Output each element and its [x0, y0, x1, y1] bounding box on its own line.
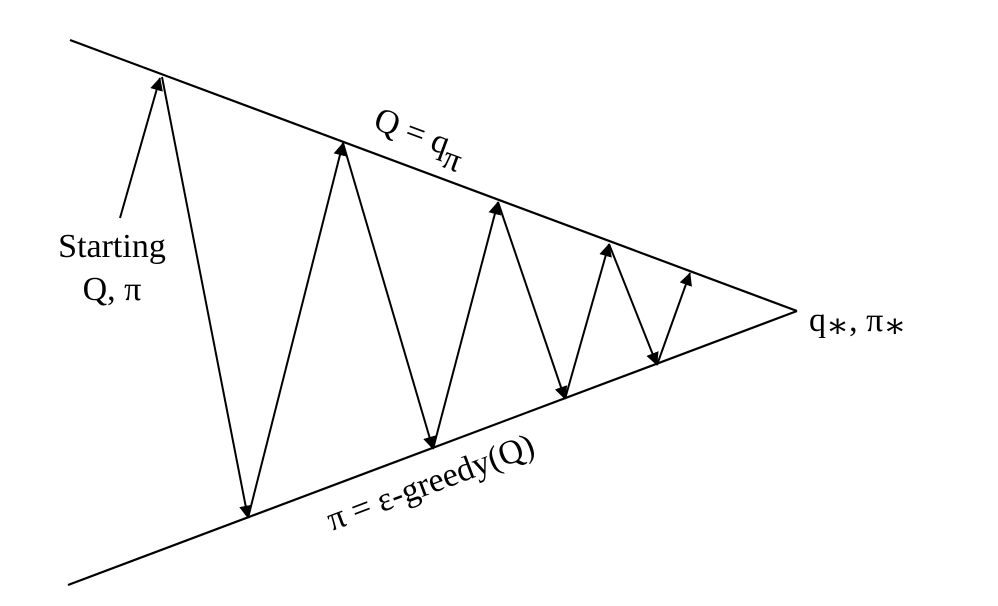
- optimal-q-subscript: ∗: [826, 308, 849, 345]
- starting-label-line2: Q, π: [83, 271, 142, 308]
- zigzag-arrows: [161, 76, 692, 519]
- optimal-pi-subscript: ∗: [883, 308, 906, 345]
- improvement-arrow-3: [497, 201, 568, 400]
- value-function-line: [69, 38, 798, 313]
- evaluation-arrow-1: [247, 142, 347, 519]
- value-line-label-text: Q = q: [369, 101, 455, 163]
- optimal-separator: , π: [849, 302, 883, 339]
- value-line-label: Q = qπ: [365, 101, 471, 180]
- evaluation-arrow-2: [432, 201, 502, 450]
- optimal-q: q: [809, 302, 826, 339]
- optimal-label: q∗, π∗: [809, 302, 906, 345]
- evaluation-arrow-4: [656, 272, 692, 366]
- improvement-arrow-1: [161, 76, 253, 519]
- improvement-arrow-2: [342, 142, 436, 450]
- starting-arrow: [119, 77, 163, 219]
- improvement-arrow-4: [608, 243, 659, 366]
- evaluation-arrow-3: [564, 243, 612, 400]
- starting-label-line1: Starting: [58, 228, 166, 265]
